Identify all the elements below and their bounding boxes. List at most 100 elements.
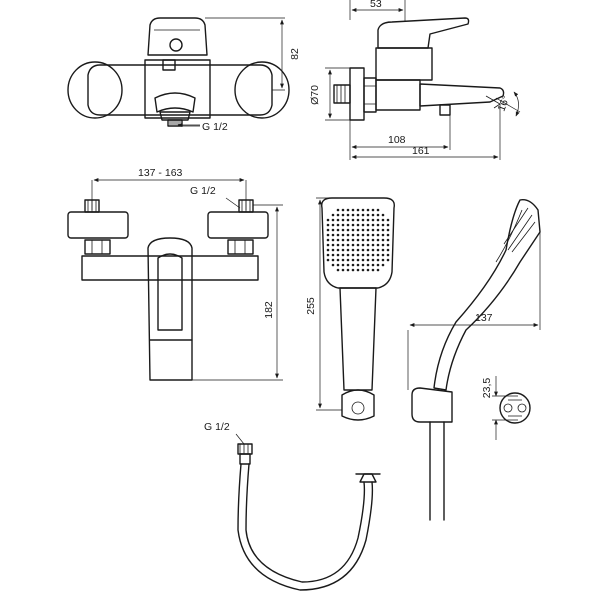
nozzle-dot bbox=[351, 228, 355, 232]
nozzle-dot bbox=[371, 208, 375, 212]
nozzle-dot bbox=[376, 243, 380, 247]
nozzle-dot bbox=[346, 268, 350, 272]
nozzle-dot bbox=[361, 218, 365, 222]
nozzle-dot bbox=[346, 228, 350, 232]
nozzle-dot bbox=[381, 253, 385, 257]
nozzle-dot bbox=[331, 223, 335, 227]
nozzle-dot bbox=[371, 223, 375, 227]
nozzle-dot bbox=[366, 233, 370, 237]
nozzle-dot bbox=[351, 213, 355, 217]
nozzle-dot bbox=[351, 238, 355, 242]
nozzle-dot bbox=[351, 208, 355, 212]
nozzle-dot bbox=[351, 233, 355, 237]
nozzle-dot bbox=[336, 233, 340, 237]
nozzle-dot bbox=[341, 218, 345, 222]
nozzle-dot bbox=[331, 233, 335, 237]
nozzle-dot bbox=[366, 268, 370, 272]
dim-161-label: 161 bbox=[412, 145, 430, 157]
nozzle-dot bbox=[386, 233, 390, 237]
nozzle-dot bbox=[351, 223, 355, 227]
nozzle-dot bbox=[361, 268, 365, 272]
nozzle-dot bbox=[356, 258, 360, 262]
dim-d70: Ø70 bbox=[309, 67, 350, 121]
nozzle-dot bbox=[386, 218, 390, 222]
nozzle-dot bbox=[341, 268, 345, 272]
nozzle-dot bbox=[386, 238, 390, 242]
nozzle-dot bbox=[326, 238, 330, 242]
nozzle-dot bbox=[331, 248, 335, 252]
nozzle-dot bbox=[381, 233, 385, 237]
thread-label-mid: G 1/2 bbox=[190, 185, 216, 197]
nozzle-dot bbox=[331, 258, 335, 262]
nozzle-dot bbox=[341, 258, 345, 262]
nozzle-dot bbox=[381, 228, 385, 232]
nozzle-dot bbox=[356, 253, 360, 257]
nozzle-dot bbox=[366, 223, 370, 227]
nozzle-dot bbox=[326, 253, 330, 257]
nozzle-dot bbox=[386, 228, 390, 232]
nozzle-dot bbox=[386, 223, 390, 227]
nozzle-dot bbox=[366, 263, 370, 267]
nozzle-dot bbox=[366, 213, 370, 217]
dim-161: 161 bbox=[351, 104, 501, 160]
shower-nozzles bbox=[326, 208, 390, 272]
nozzle-dot bbox=[361, 228, 365, 232]
nozzle-dot bbox=[351, 218, 355, 222]
nozzle-dot bbox=[386, 253, 390, 257]
nozzle-dot bbox=[371, 238, 375, 242]
nozzle-dot bbox=[361, 208, 365, 212]
nozzle-dot bbox=[331, 263, 335, 267]
nozzle-dot bbox=[371, 263, 375, 267]
nozzle-dot bbox=[356, 268, 360, 272]
nozzle-dot bbox=[336, 248, 340, 252]
nozzle-dot bbox=[341, 263, 345, 267]
nozzle-dot bbox=[361, 238, 365, 242]
nozzle-dot bbox=[356, 228, 360, 232]
nozzle-dot bbox=[336, 218, 340, 222]
nozzle-dot bbox=[356, 238, 360, 242]
nozzle-dot bbox=[361, 233, 365, 237]
nozzle-dot bbox=[371, 218, 375, 222]
nozzle-dot bbox=[336, 208, 340, 212]
dim-137-163-label: 137 - 163 bbox=[138, 167, 183, 179]
dim-23-5-label: 23,5 bbox=[481, 378, 493, 399]
dim-d70-label: Ø70 bbox=[309, 85, 321, 105]
nozzle-dot bbox=[361, 253, 365, 257]
nozzle-dot bbox=[386, 248, 390, 252]
hand-shower-front-view bbox=[321, 197, 395, 421]
nozzle-dot bbox=[356, 233, 360, 237]
nozzle-dot bbox=[346, 233, 350, 237]
nozzle-dot bbox=[376, 258, 380, 262]
dim-82: 82 bbox=[205, 17, 301, 91]
dim-137: 137 bbox=[407, 232, 541, 390]
dim-53-label: 53 bbox=[370, 0, 382, 10]
dim-108: 108 bbox=[349, 115, 451, 160]
nozzle-dot bbox=[366, 218, 370, 222]
dim-255-label: 255 bbox=[305, 297, 317, 315]
nozzle-dot bbox=[346, 258, 350, 262]
nozzle-dot bbox=[341, 248, 345, 252]
nozzle-dot bbox=[371, 253, 375, 257]
nozzle-dot bbox=[386, 258, 390, 262]
nozzle-dot bbox=[371, 248, 375, 252]
nozzle-dot bbox=[341, 208, 345, 212]
nozzle-dot bbox=[366, 228, 370, 232]
nozzle-dot bbox=[336, 228, 340, 232]
nozzle-dot bbox=[336, 258, 340, 262]
bracket-detail bbox=[499, 392, 531, 424]
nozzle-dot bbox=[341, 213, 345, 217]
nozzle-dot bbox=[361, 263, 365, 267]
nozzle-dot bbox=[371, 233, 375, 237]
nozzle-dot bbox=[351, 258, 355, 262]
nozzle-dot bbox=[346, 223, 350, 227]
nozzle-dot bbox=[381, 243, 385, 247]
nozzle-dot bbox=[371, 228, 375, 232]
nozzle-dot bbox=[326, 243, 330, 247]
dim-82-label: 82 bbox=[289, 48, 301, 60]
nozzle-dot bbox=[336, 268, 340, 272]
nozzle-dot bbox=[336, 253, 340, 257]
dim-16deg-label: 16° bbox=[496, 94, 513, 113]
nozzle-dot bbox=[361, 248, 365, 252]
nozzle-dot bbox=[381, 258, 385, 262]
